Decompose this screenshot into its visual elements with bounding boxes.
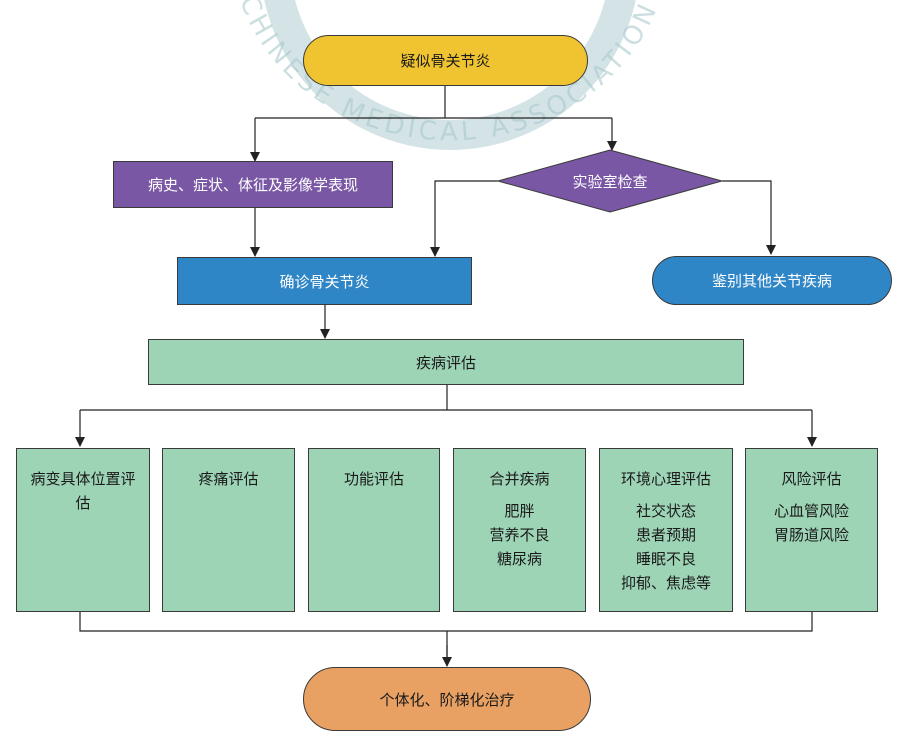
assessment-box-psychosocial: 环境心理评估 社交状态 患者预期 睡眠不良 抑郁、焦虑等 <box>599 448 733 612</box>
box-title: 风险评估 <box>781 470 842 488</box>
lab-label: 实验室检查 <box>572 172 648 191</box>
assessment-node: 疾病评估 <box>148 339 744 385</box>
watermark-emblem <box>264 0 636 150</box>
assessment-box-pain: 疼痛评估 <box>162 448 295 612</box>
box-item: 社交状态 <box>635 502 696 520</box>
box-item: 胃肠道风险 <box>773 526 849 544</box>
box-item: 心血管风险 <box>773 502 849 520</box>
box-title: 功能评估 <box>343 470 404 488</box>
lab-node: 实验室检查 <box>540 166 680 196</box>
assessment-box-function: 功能评估 <box>308 448 440 612</box>
assessment-box-risk: 风险评估 心血管风险 胃肠道风险 <box>745 448 878 612</box>
history-node: 病史、症状、体征及影像学表现 <box>113 161 393 208</box>
box-title: 环境心理评估 <box>620 470 711 488</box>
connector-assessment-bus <box>80 385 812 411</box>
box-item: 糖尿病 <box>496 550 542 568</box>
box-item: 肥胖 <box>504 502 535 520</box>
confirmed-oa-node: 确诊骨关节炎 <box>177 257 472 305</box>
box-title: 合并疾病 <box>489 470 550 488</box>
differential-node: 鉴别其他关节疾病 <box>652 256 892 305</box>
box-item: 睡眠不良 <box>635 550 696 568</box>
box-item: 患者预期 <box>635 526 696 544</box>
suspected-oa-node: 疑似骨关节炎 <box>303 35 588 86</box>
differential-label: 鉴别其他关节疾病 <box>711 272 832 290</box>
arrow-lab-to-differential <box>722 180 776 255</box>
box-item: 抑郁、焦虑等 <box>620 574 711 592</box>
suspected-oa-label: 疑似骨关节炎 <box>400 52 491 70</box>
assessment-box-comorbidity: 合并疾病 肥胖 营养不良 糖尿病 <box>453 448 586 612</box>
history-label: 病史、症状、体征及影像学表现 <box>147 176 358 194</box>
arrow-lab-to-confirmed <box>430 180 498 257</box>
assessment-label: 疾病评估 <box>415 353 476 372</box>
box-title: 病变具体位置评估 <box>30 470 136 512</box>
connector-split <box>255 86 612 119</box>
assessment-box-location: 病变具体位置评估 <box>16 448 150 612</box>
box-title: 疼痛评估 <box>198 470 259 488</box>
confirmed-oa-label: 确诊骨关节炎 <box>279 272 370 291</box>
box-item: 营养不良 <box>489 526 550 544</box>
treatment-node: 个体化、阶梯化治疗 <box>303 667 591 731</box>
treatment-label: 个体化、阶梯化治疗 <box>379 690 515 709</box>
